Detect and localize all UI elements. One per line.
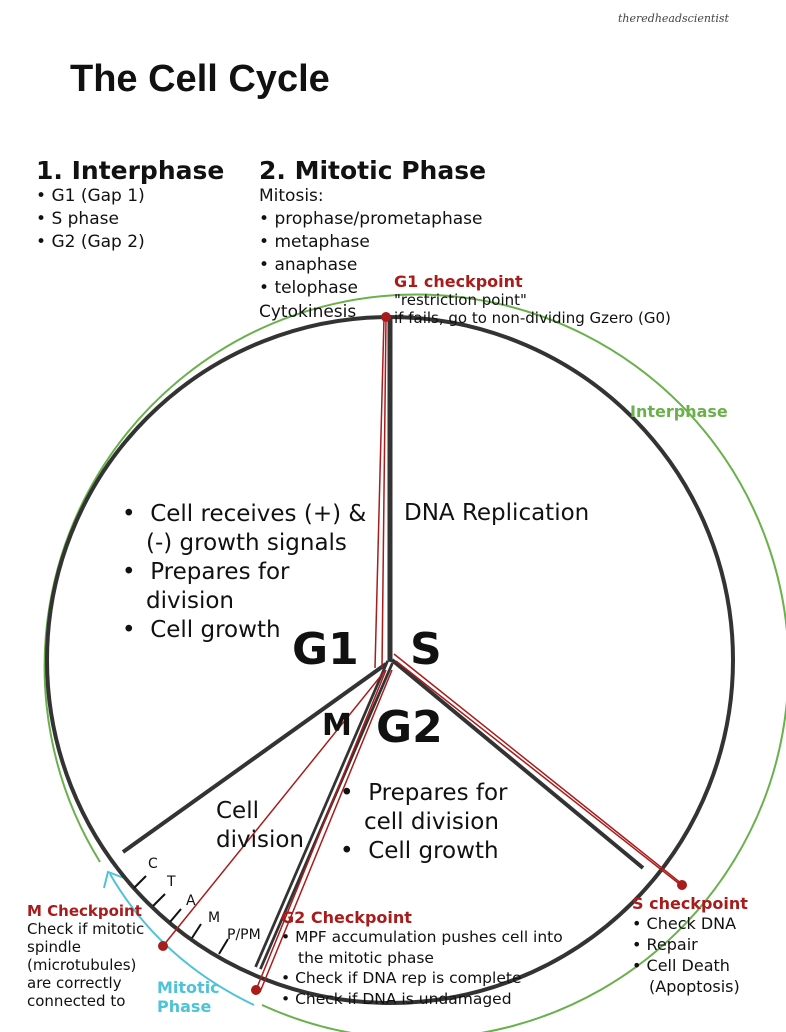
- list-item: Check if DNA rep is complete: [281, 968, 581, 989]
- signature: theredheadscientist: [618, 12, 729, 25]
- mitotic-phase-arc: [109, 873, 255, 1006]
- tick-label-c: C: [148, 856, 158, 872]
- tick-label-ppm: P/PM: [227, 927, 261, 943]
- m-checkpoint-line: (microtubules): [27, 956, 137, 974]
- mitosis-list: prophase/prometaphase metaphase anaphase…: [259, 208, 486, 300]
- mitotic-arc-label-line2: Phase: [157, 997, 212, 1016]
- list-item: telophase: [259, 277, 486, 300]
- mitotic-arc-label-line1: Mitotic: [157, 978, 220, 997]
- list-item: S phase: [36, 208, 224, 231]
- tick-a: [169, 908, 182, 923]
- s-checkpoint-list: Check DNA Repair Cell Death (Apoptosis): [632, 913, 782, 997]
- list-item: metaphase: [259, 231, 486, 254]
- m-checkpoint-label: M Checkpoint Check if mitotic spindle (m…: [27, 902, 144, 1010]
- m-description: Cell division: [216, 797, 304, 855]
- g1-checkpoint-line2: if fails, go to non-dividing Gzero (G0): [394, 309, 671, 327]
- g1-checkpoint-label: G1 checkpoint "restriction point" if fai…: [394, 272, 671, 327]
- g2-checkpoint-title: G2 Checkpoint: [281, 908, 412, 927]
- m-checkpoint-dot: [158, 941, 168, 951]
- mitotic-section: 2. Mitotic Phase Mitosis: prophase/prome…: [259, 156, 486, 324]
- m-description-line1: Cell: [216, 798, 259, 824]
- interphase-heading: 1. Interphase: [36, 156, 225, 185]
- list-item: Cell receives (+) & (-) growth signals: [122, 500, 382, 558]
- list-item: MPF accumulation pushes cell into the mi…: [281, 927, 581, 968]
- list-item: Cell growth: [122, 616, 382, 645]
- tick-t: [152, 893, 166, 907]
- tick-label-t: T: [167, 874, 176, 890]
- s-checkpoint-label: S checkpoint Check DNA Repair Cell Death…: [632, 894, 782, 997]
- list-item: Check if DNA is undamaged: [281, 989, 581, 1010]
- g1-checkpoint-pointer: [381, 317, 387, 669]
- list-item: Repair: [632, 934, 782, 955]
- tick-label-a: A: [186, 893, 196, 909]
- s-description: DNA Replication: [404, 500, 590, 526]
- interphase-section: 1. Interphase G1 (Gap 1) S phase G2 (Gap…: [36, 156, 224, 254]
- list-item: Check DNA: [632, 913, 782, 934]
- m-checkpoint-line: spindle: [27, 938, 81, 956]
- list-item: Prepares for division: [122, 558, 382, 616]
- g1-checkpoint-line1: "restriction point": [394, 291, 527, 309]
- g1-description: Cell receives (+) & (-) growth signals P…: [122, 500, 382, 645]
- list-item: anaphase: [259, 254, 486, 277]
- mitotic-heading: 2. Mitotic Phase: [259, 156, 487, 185]
- g2-description: Prepares for cell division Cell growth: [340, 779, 540, 866]
- list-item: Cell Death (Apoptosis): [632, 955, 782, 997]
- m-checkpoint-line: are correctly: [27, 974, 122, 992]
- interphase-list: G1 (Gap 1) S phase G2 (Gap 2): [36, 185, 224, 254]
- tick-m: [191, 923, 202, 939]
- g2-checkpoint-dot: [251, 985, 261, 995]
- m-checkpoint-title: M Checkpoint: [27, 902, 142, 920]
- g2-checkpoint-label: G2 Checkpoint MPF accumulation pushes ce…: [281, 908, 581, 1009]
- g2-checkpoint-pointer: [255, 669, 387, 991]
- s-checkpoint-title: S checkpoint: [632, 894, 748, 913]
- cytokinesis-label: Cytokinesis: [259, 302, 357, 322]
- list-item: prophase/prometaphase: [259, 208, 486, 231]
- m-description-line2: division: [216, 827, 305, 853]
- g1-checkpoint-title: G1 checkpoint: [394, 272, 523, 291]
- list-item: Cell growth: [340, 837, 540, 866]
- list-item: G1 (Gap 1): [36, 185, 224, 208]
- m-checkpoint-line: connected to: [27, 992, 126, 1010]
- g1-phase-label: G1: [292, 624, 359, 675]
- s-checkpoint-pointer-2: [395, 660, 683, 887]
- s-checkpoint-pointer: [393, 653, 683, 885]
- s-checkpoint-dot: [677, 880, 687, 890]
- page-title: The Cell Cycle: [70, 58, 330, 100]
- mitotic-phase-arrowhead: [103, 870, 125, 889]
- g1-checkpoint-dot: [381, 312, 391, 322]
- m-phase-label: M: [322, 708, 352, 743]
- tick-c: [133, 875, 147, 889]
- interphase-arc-label: Interphase: [630, 402, 728, 421]
- list-item: Prepares for cell division: [340, 779, 540, 837]
- mitotic-arc-label: Mitotic Phase: [157, 978, 220, 1016]
- tick-ppm: [218, 938, 229, 955]
- tick-label-m: M: [208, 910, 221, 926]
- s-phase-label: S: [410, 624, 442, 675]
- m-checkpoint-pointer: [162, 671, 385, 947]
- divider-s-g2: [390, 658, 645, 870]
- m-checkpoint-line: Check if mitotic: [27, 920, 145, 938]
- list-item: G2 (Gap 2): [36, 231, 224, 254]
- g2-checkpoint-list: MPF accumulation pushes cell into the mi…: [281, 927, 581, 1009]
- divider-m-g1: [121, 662, 388, 854]
- mitosis-label: Mitosis:: [259, 186, 324, 206]
- g2-phase-label: G2: [376, 702, 443, 753]
